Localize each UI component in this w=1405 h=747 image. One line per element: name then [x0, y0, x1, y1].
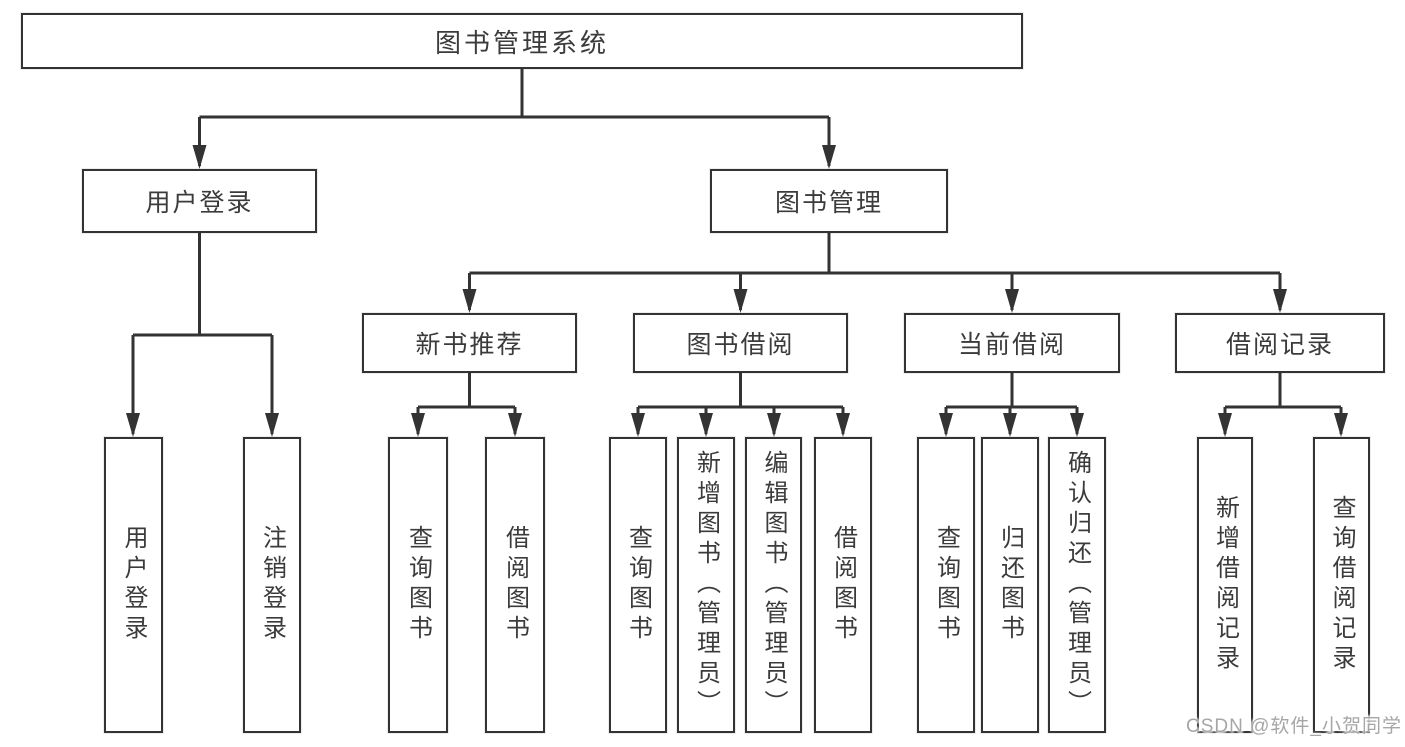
- leaf-return-books: 归还图书: [981, 437, 1039, 733]
- node-label: 借阅记录: [1225, 331, 1334, 359]
- leaf-query-books-borrow: 查询图书: [609, 437, 667, 733]
- node-label: 图书借阅: [686, 331, 795, 359]
- leaf-query-borrow-record: 查询借阅记录: [1313, 437, 1370, 733]
- node-current-borrow: 当前借阅: [904, 313, 1120, 373]
- leaf-label: 查询图书: [932, 525, 960, 645]
- csdn-watermark: CSDN @软件_小贺同学: [1186, 716, 1402, 737]
- leaf-label: 编辑图书（管理员）: [760, 450, 787, 720]
- node-label: 当前借阅: [957, 331, 1066, 359]
- leaf-label: 注销登录: [258, 525, 286, 645]
- leaf-logout: 注销登录: [243, 437, 301, 733]
- leaf-label: 归还图书: [996, 525, 1024, 645]
- node-borrow-records: 借阅记录: [1175, 313, 1385, 373]
- leaf-user-login: 用户登录: [104, 437, 163, 733]
- node-label: 图书管理: [774, 189, 883, 217]
- node-book-borrow: 图书借阅: [633, 313, 848, 373]
- arrowheads: [126, 145, 1348, 437]
- leaf-borrow-books-recommend: 借阅图书: [485, 437, 545, 733]
- node-user-login: 用户登录: [82, 169, 317, 233]
- node-label: 新书推荐: [415, 331, 524, 359]
- leaf-label: 确认归还（管理员）: [1063, 450, 1091, 720]
- leaf-label: 查询图书: [404, 525, 432, 645]
- node-book-management: 图书管理: [710, 169, 948, 233]
- leaf-label: 查询借阅记录: [1328, 495, 1355, 675]
- leaf-label: 新增借阅记录: [1211, 495, 1239, 675]
- leaf-label: 查询图书: [624, 525, 652, 645]
- leaf-confirm-return-admin: 确认归还（管理员）: [1048, 437, 1106, 733]
- node-label: 图书管理系统: [434, 27, 609, 58]
- leaf-query-books-current: 查询图书: [917, 437, 975, 733]
- leaf-add-books-admin: 新增图书（管理员）: [677, 437, 735, 733]
- node-new-book-recommend: 新书推荐: [362, 313, 577, 373]
- leaf-label: 借阅图书: [501, 525, 529, 645]
- node-library-management-system: 图书管理系统: [21, 13, 1023, 69]
- leaf-label: 借阅图书: [829, 525, 857, 645]
- leaf-query-books-recommend: 查询图书: [388, 437, 448, 733]
- leaf-label: 新增图书（管理员）: [692, 450, 720, 720]
- leaf-label: 用户登录: [120, 525, 147, 645]
- node-label: 用户登录: [145, 189, 254, 217]
- leaf-add-borrow-record: 新增借阅记录: [1197, 437, 1253, 733]
- leaf-borrow-books: 借阅图书: [814, 437, 872, 733]
- leaf-edit-books-admin: 编辑图书（管理员）: [745, 437, 802, 733]
